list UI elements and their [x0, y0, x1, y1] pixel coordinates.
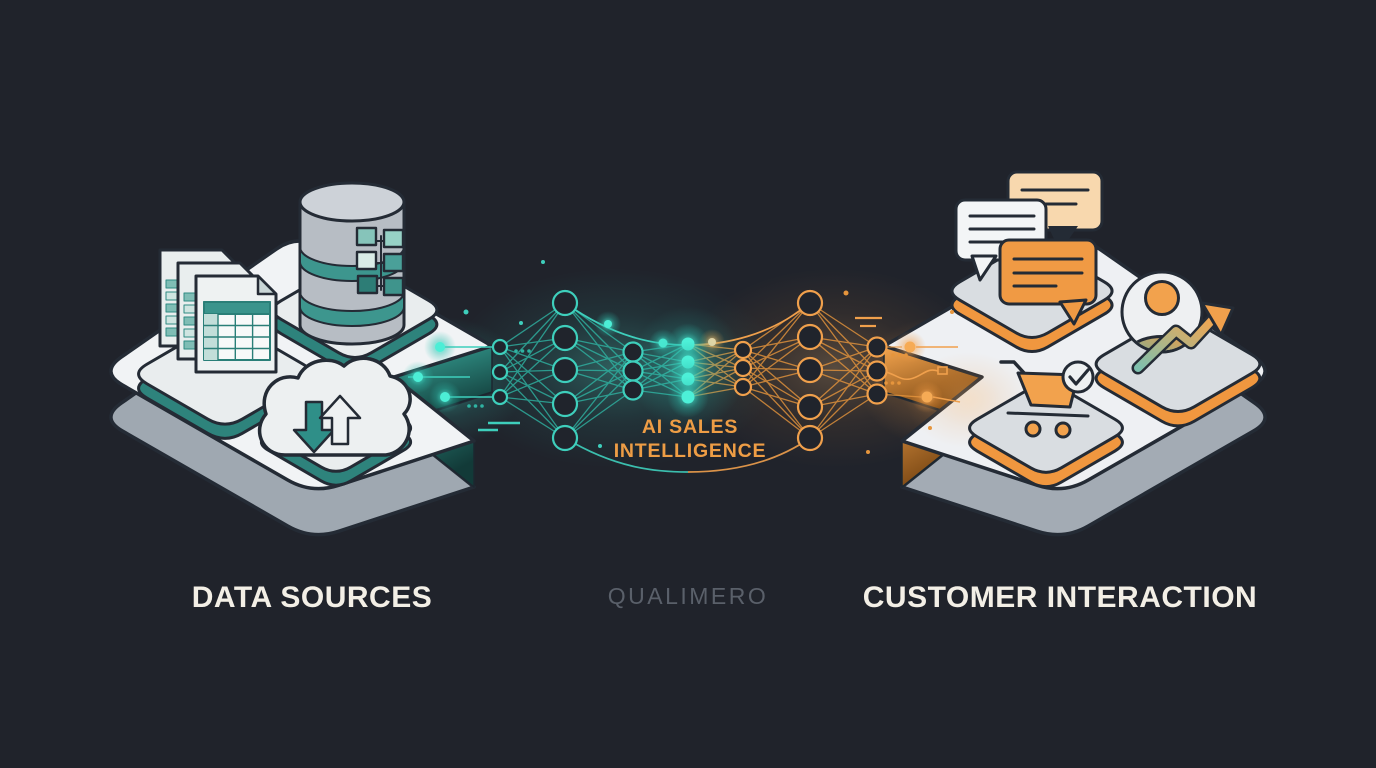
- network-node: [491, 363, 509, 381]
- network-edge: [809, 370, 878, 439]
- network-node: [796, 323, 824, 351]
- network-edge: [809, 393, 878, 439]
- network-node: [551, 424, 579, 452]
- right-platform: [882, 170, 1267, 537]
- network-node: [796, 356, 824, 384]
- network-node: [551, 289, 579, 317]
- download-arrow-icon: [292, 400, 336, 454]
- network-node: [551, 356, 579, 384]
- network-node: [733, 358, 753, 378]
- cloud-sync-icon: [257, 356, 412, 457]
- left-platform-label: DATA SOURCES: [192, 581, 432, 614]
- growth-arrow-icon: [1131, 301, 1235, 375]
- network-edge: [499, 371, 566, 439]
- chat-bubbles-icon: [954, 170, 1104, 326]
- network-node: [733, 340, 753, 360]
- network-node: [551, 324, 579, 352]
- network-edge: [742, 386, 811, 439]
- network-edge: [809, 302, 878, 395]
- network-edge: [564, 351, 634, 439]
- network-edge: [564, 302, 634, 372]
- avatar-head: [1144, 280, 1180, 316]
- upload-arrow-icon: [318, 394, 362, 446]
- network-caption-line2: INTELLIGENCE: [614, 440, 767, 462]
- network-node: [796, 289, 824, 317]
- network-node: [622, 341, 644, 363]
- network-node: [866, 360, 888, 382]
- network-edge: [742, 302, 811, 369]
- database-icon: [298, 181, 406, 346]
- schema-flowchart-icon: [355, 226, 405, 297]
- network-edge: [499, 346, 566, 405]
- network-node: [866, 383, 888, 405]
- network-node: [796, 393, 824, 421]
- network-edge: [564, 389, 634, 439]
- network-node: [491, 388, 509, 406]
- neural-network-icon: AI SALES INTELLIGENCE: [402, 260, 961, 473]
- network-edge: [564, 351, 634, 405]
- check-icon: [1061, 360, 1095, 394]
- customer-growth-icon: [1120, 270, 1235, 375]
- network-node: [622, 379, 644, 401]
- network-edge: [499, 337, 566, 398]
- network-node: [551, 390, 579, 418]
- network-edge: [564, 370, 634, 439]
- network-edge: [564, 302, 634, 391]
- network-node: [622, 360, 644, 382]
- network-caption-line1: AI SALES: [642, 416, 738, 438]
- network-edge: [809, 302, 878, 372]
- network-edge: [742, 349, 811, 439]
- network-edge: [742, 336, 811, 388]
- network-edge: [809, 346, 878, 439]
- spreadsheet-documents-icon: [158, 248, 278, 374]
- network-node: [866, 336, 888, 358]
- network-node: [681, 390, 695, 404]
- network-edge: [809, 302, 878, 348]
- network-edge: [742, 367, 811, 439]
- shopping-cart-icon: [999, 360, 1095, 439]
- right-platform-label: CUSTOMER INTERACTION: [863, 581, 1257, 614]
- table-grid: [203, 301, 271, 361]
- network-edge: [809, 346, 878, 408]
- network-node: [491, 338, 509, 356]
- network-edge: [499, 346, 566, 439]
- network-edge: [742, 302, 811, 388]
- network-edge: [809, 336, 878, 395]
- network-edge: [499, 302, 566, 373]
- network-node: [733, 377, 753, 397]
- network-edge: [499, 302, 566, 398]
- network-node: [796, 424, 824, 452]
- left-platform: [109, 181, 494, 537]
- brand-watermark: QUALIMERO: [608, 583, 769, 609]
